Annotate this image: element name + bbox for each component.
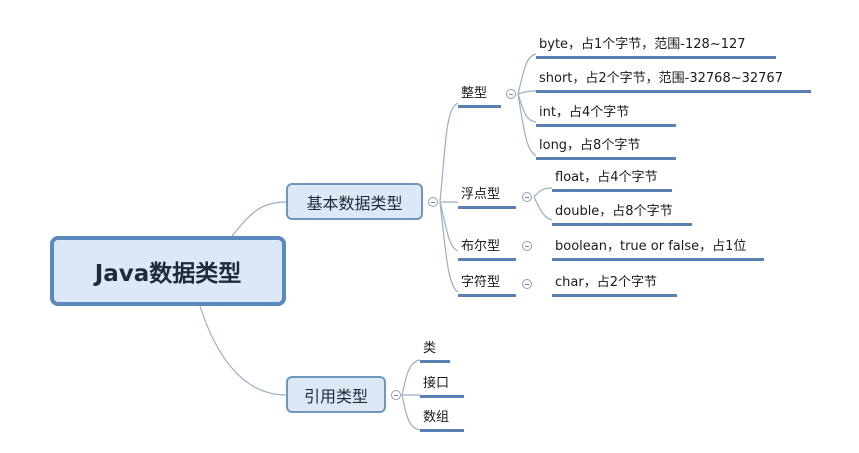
char-leaf[interactable]: char，占2个字节 bbox=[552, 274, 677, 297]
root-node[interactable]: Java数据类型 bbox=[50, 236, 286, 306]
int-leaf-label: int，占4个字节 bbox=[539, 105, 630, 120]
boolean-leaf[interactable]: boolean，true or false，占1位 bbox=[552, 238, 764, 261]
short-leaf[interactable]: short，占2个字节，范围-32768~32767 bbox=[536, 70, 811, 93]
collapse-icon[interactable] bbox=[522, 279, 532, 289]
long-leaf[interactable]: long，占8个字节 bbox=[536, 137, 676, 160]
connector-integer-int bbox=[517, 93, 537, 123]
array-leaf[interactable]: 数组 bbox=[420, 409, 464, 432]
boolean-type-node[interactable]: 布尔型 bbox=[458, 238, 516, 261]
char-type-label: 字符型 bbox=[461, 275, 501, 290]
integer-type-label: 整型 bbox=[461, 86, 488, 101]
collapse-icon[interactable] bbox=[391, 390, 401, 400]
reference-types-label: 引用类型 bbox=[303, 386, 368, 406]
connector-reference-array bbox=[401, 394, 421, 431]
collapse-icon[interactable] bbox=[428, 197, 438, 207]
float-leaf-label: float，占4个字节 bbox=[555, 170, 658, 185]
char-leaf-label: char，占2个字节 bbox=[555, 275, 657, 290]
root-label: Java数据类型 bbox=[94, 261, 242, 287]
char-type-node[interactable]: 字符型 bbox=[458, 274, 516, 297]
long-leaf-label: long，占8个字节 bbox=[539, 138, 641, 153]
primitive-types-node[interactable]: 基本数据类型 bbox=[286, 183, 423, 220]
integer-type-node[interactable]: 整型 bbox=[458, 85, 501, 108]
connector-integer-byte bbox=[517, 53, 537, 95]
float-leaf[interactable]: float，占4个字节 bbox=[552, 169, 672, 192]
boolean-type-label: 布尔型 bbox=[461, 239, 501, 254]
connector-primitive-integer bbox=[439, 102, 459, 203]
connector-float-float bbox=[533, 187, 553, 198]
connector-integer-short bbox=[517, 90, 537, 95]
float-type-label: 浮点型 bbox=[461, 187, 501, 202]
double-leaf[interactable]: double，占8个字节 bbox=[552, 203, 692, 226]
primitive-types-label: 基本数据类型 bbox=[306, 193, 403, 213]
connector-primitive-char bbox=[439, 201, 459, 293]
short-leaf-label: short，占2个字节，范围-32768~32767 bbox=[539, 71, 783, 86]
connector-root-reference bbox=[199, 305, 287, 396]
class-leaf-label: 类 bbox=[423, 341, 437, 356]
connector-float-double bbox=[533, 196, 553, 221]
byte-leaf-label: byte，占1个字节，范围-128~127 bbox=[539, 37, 746, 52]
collapse-icon[interactable] bbox=[522, 241, 532, 251]
connector-integer-long bbox=[517, 93, 537, 157]
int-leaf[interactable]: int，占4个字节 bbox=[536, 104, 676, 127]
boolean-leaf-label: boolean，true or false，占1位 bbox=[555, 239, 747, 254]
connector-primitive-boolean bbox=[439, 201, 459, 252]
reference-types-node[interactable]: 引用类型 bbox=[286, 376, 386, 413]
class-leaf[interactable]: 类 bbox=[420, 340, 450, 363]
double-leaf-label: double，占8个字节 bbox=[555, 204, 673, 219]
interface-leaf[interactable]: 接口 bbox=[420, 375, 464, 398]
connector-reference-class bbox=[401, 359, 421, 396]
float-type-node[interactable]: 浮点型 bbox=[458, 186, 516, 209]
collapse-icon[interactable] bbox=[506, 89, 516, 99]
interface-leaf-label: 接口 bbox=[423, 376, 450, 391]
byte-leaf[interactable]: byte，占1个字节，范围-128~127 bbox=[536, 36, 776, 59]
array-leaf-label: 数组 bbox=[423, 410, 450, 425]
connector-root-primitive bbox=[231, 201, 287, 237]
collapse-icon[interactable] bbox=[522, 192, 532, 202]
